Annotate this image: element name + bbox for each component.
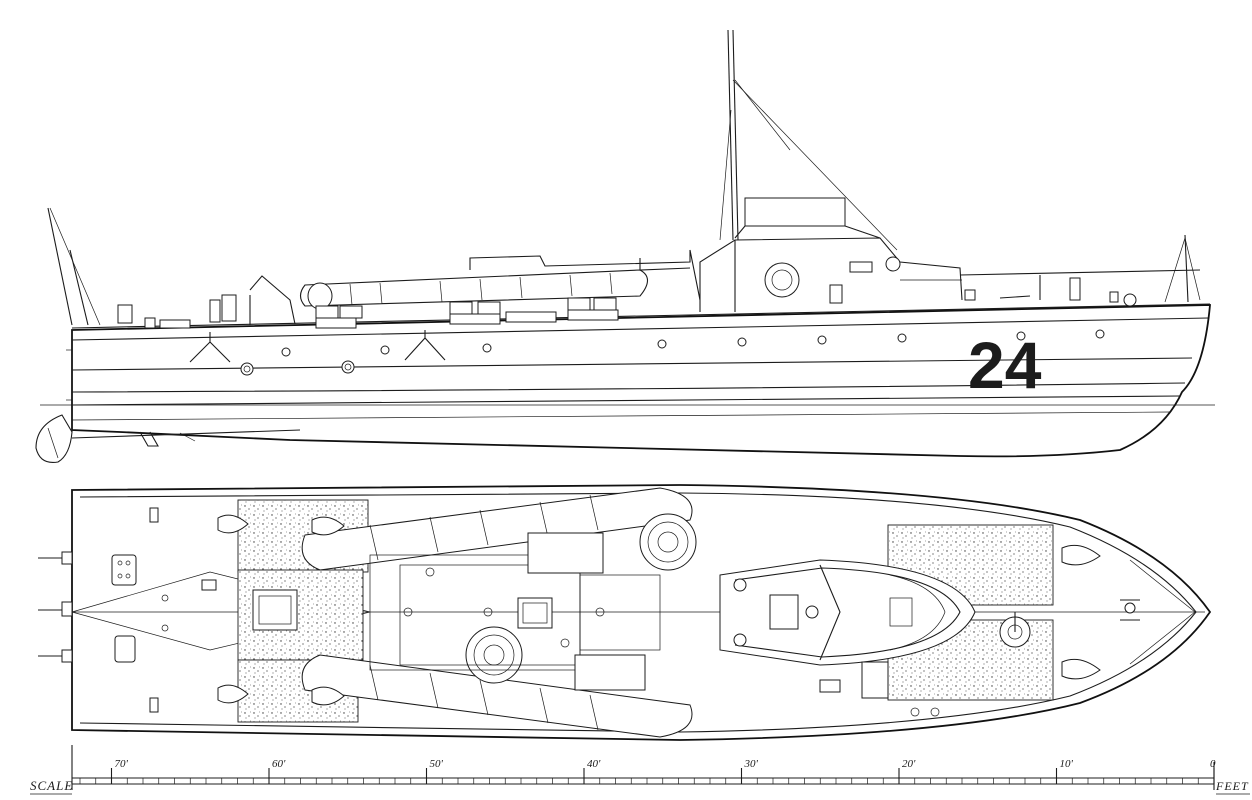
scale-tick-label: 70' [115,758,129,770]
plan-gun-turret-upper [639,513,697,571]
side-aft-staff [47,207,296,329]
side-mast [719,29,898,251]
scale-unit: FEET [1215,779,1249,793]
rudder [35,414,73,463]
scale-major-ticks: 0 10' 20' 30' 40' 50' 60' 70' [110,758,1216,784]
side-portholes [240,329,1105,376]
plan-torpedo-tube-upper [301,487,693,571]
plan-bridge-cockpit [719,559,976,699]
side-chine-line [71,411,1171,421]
hull-number: 24 [968,328,1042,402]
side-foredeck-fittings [959,269,1201,307]
side-profile-view: 24 [35,29,1215,463]
scale-bar: SCALE FEET 0 10' 20' 30' 40' 50' 60' 70' [30,745,1250,795]
plan-deck-fittings [149,507,940,717]
scale-tick-label: 60' [272,758,286,770]
side-cabin-trunk [469,249,701,301]
scale-minor-ticks [79,778,1199,784]
plan-torpedo-tube-lower [301,654,693,738]
side-boot-stripe-upper [71,382,1186,393]
side-wheelhouse [699,197,963,312]
propeller-shaft [71,429,301,439]
side-jack-staff [1164,234,1201,303]
plan-gun-turret-lower [465,626,523,684]
scale-caption: SCALE [30,778,73,793]
life-ring [764,262,800,298]
plan-engine-hatches [369,532,661,691]
plan-cowl-vents [217,514,1101,706]
side-sheer-line [71,317,1209,341]
scale-tick-label: 40' [587,758,601,770]
scale-tick-label: 30' [744,758,759,770]
scale-tick-label: 20' [902,758,916,770]
plan-forward-gun [999,612,1031,648]
side-hull-outline [71,304,1211,458]
scale-tick-label: 50' [430,758,444,770]
scale-tick-label: 0 [1210,758,1216,770]
propeller-strut [139,431,159,447]
plan-hull-outline [71,484,1212,741]
side-torpedo-cradle [315,297,619,329]
scale-tick-label: 10' [1060,758,1074,770]
plan-view [38,484,1212,741]
plan-bow-fittings [1120,559,1196,665]
side-deck-line [71,303,1211,329]
